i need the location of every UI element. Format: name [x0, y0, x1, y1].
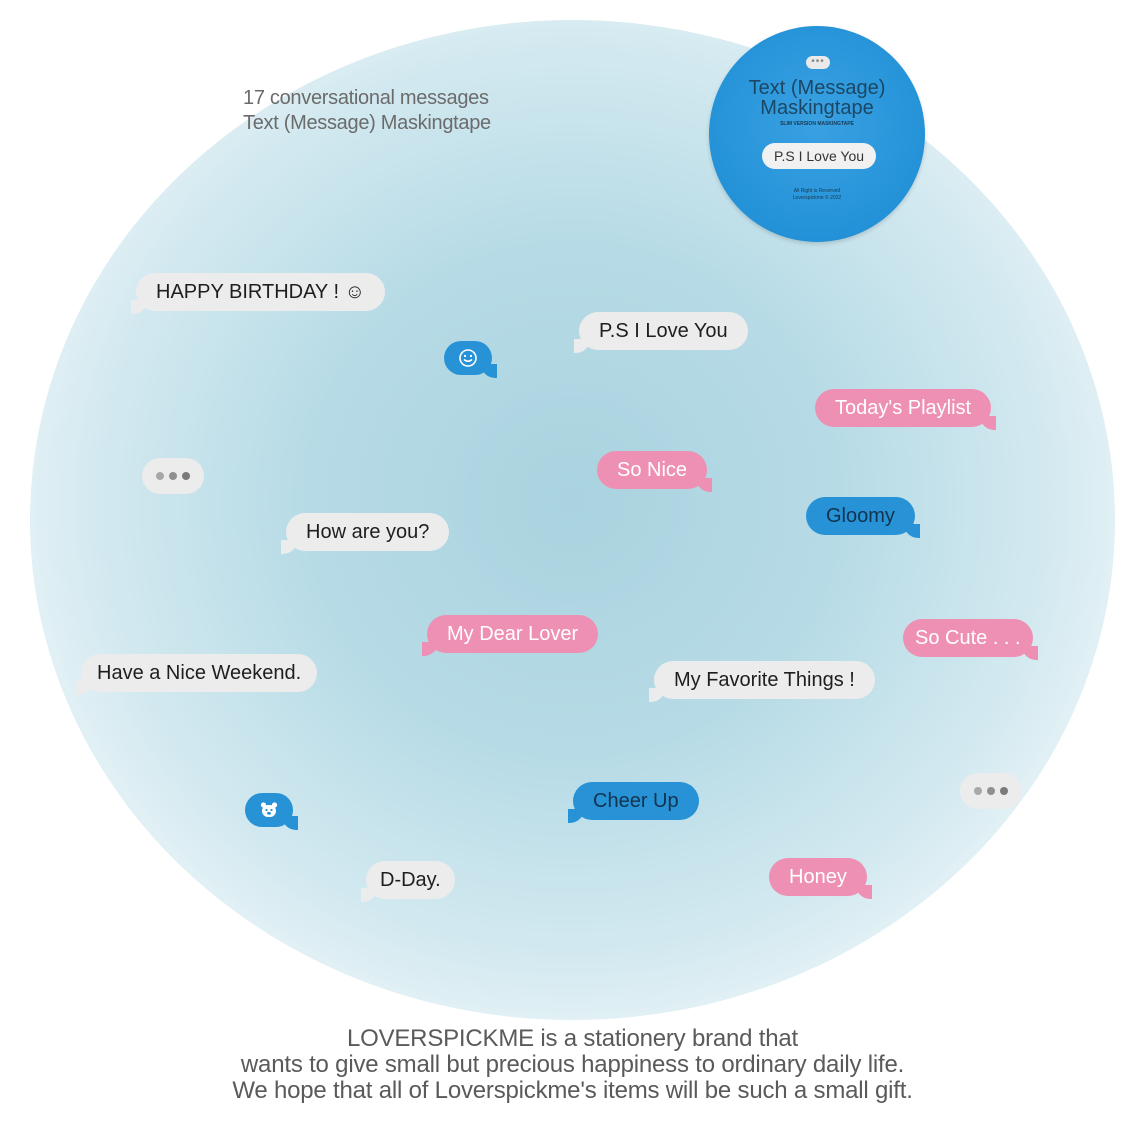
bubble-so-nice: So Nice: [597, 451, 713, 492]
background-glow: [30, 20, 1115, 1020]
tape-title-line-2: Maskingtape: [760, 97, 874, 119]
bubble-favorite-things: My Favorite Things !: [649, 661, 875, 702]
tape-title: Text (Message) Maskingtape: [709, 78, 925, 118]
masking-tape-roll: ••• Text (Message) Maskingtape SLIM VERS…: [709, 26, 925, 242]
bubble-my-dear-lover: My Dear Lover: [421, 615, 599, 656]
tape-copyright-text: Loverspickme © 2022: [792, 195, 842, 201]
typing-dots-icon: [156, 472, 190, 480]
bubble-ps-love-you: P.S I Love You: [574, 312, 748, 353]
bear-icon: [260, 802, 278, 817]
tape-subtitle: SLIM VERSION MASKINGTAPE: [780, 121, 854, 127]
brand-statement-line-2: wants to give small but precious happine…: [240, 1051, 905, 1078]
brand-statement-line-1: LOVERSPICKME is a stationery brand that: [346, 1025, 799, 1052]
brand-statement: LOVERSPICKME is a stationery brand that …: [0, 1026, 1145, 1104]
brand-statement-line-3: We hope that all of Loverspickme's items…: [232, 1077, 913, 1104]
tape-title-line-1: Text (Message): [748, 77, 886, 99]
product-name-text: Text (Message) Maskingtape: [243, 112, 491, 134]
bubble-honey: Honey: [769, 858, 872, 899]
bubble-happy-birthday: HAPPY BIRTHDAY ! ☺: [130, 273, 386, 314]
tape-typing-dots-icon: •••: [806, 56, 830, 69]
bubble-cheer-up: Cheer Up: [568, 782, 699, 823]
smiley-icon: [459, 349, 477, 367]
bubble-bear: [245, 793, 298, 830]
tape-pill-label: P.S I Love You: [762, 143, 876, 169]
message-count-text: 17 conversational messages: [243, 87, 489, 109]
bubble-todays-playlist: Today's Playlist: [815, 389, 997, 430]
bubble-gloomy: Gloomy: [806, 497, 920, 538]
product-description: 17 conversational messages Text (Message…: [243, 86, 543, 136]
bubble-d-day: D-Day.: [361, 861, 455, 902]
typing-dots-icon: [974, 787, 1008, 795]
bubble-smiley: [444, 341, 497, 378]
tape-rights-text: All Right is Reserved: [793, 188, 841, 194]
bubble-how-are-you: How are you?: [280, 513, 450, 554]
typing-indicator-2: [960, 773, 1022, 809]
bubble-so-cute: So Cute . . .: [903, 619, 1038, 660]
bubble-nice-weekend: Have a Nice Weekend.: [75, 654, 318, 695]
typing-indicator-1: [142, 458, 204, 494]
tape-copyright: All Right is Reserved Loverspickme © 202…: [709, 188, 925, 202]
